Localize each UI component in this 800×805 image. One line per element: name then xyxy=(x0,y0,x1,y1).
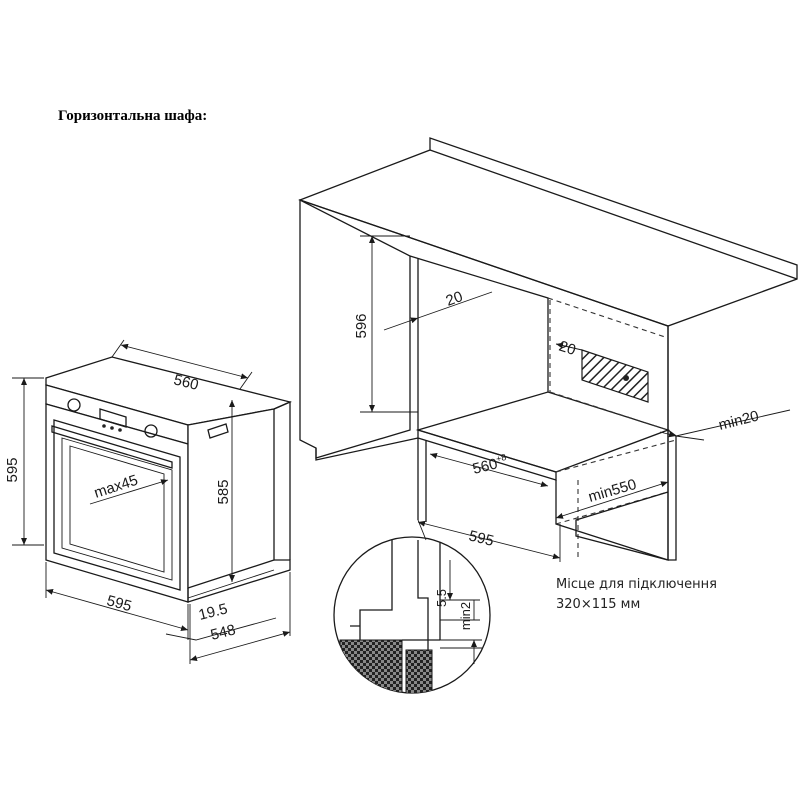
page-heading: Горизонтальна шафа: xyxy=(58,108,208,124)
cabinet-plinth xyxy=(315,437,419,461)
detail-dimension-labels: 5.5 min2 xyxy=(434,589,473,630)
cabinet-drawing xyxy=(298,137,798,561)
niche-floor xyxy=(415,391,670,473)
oven-dimension-lines xyxy=(12,339,291,664)
label-min-rear-gap: min20 xyxy=(717,408,761,434)
oven-knob-right xyxy=(144,424,158,438)
connection-note-line1: Місце для підключення xyxy=(556,577,717,592)
label-niche-width-value: 560 xyxy=(471,455,499,478)
label-top-gap: 20 xyxy=(444,288,465,310)
label-oven-total-depth: 548 xyxy=(209,621,237,644)
cabinet-right-panel xyxy=(575,326,669,561)
label-detail-offset: 5.5 xyxy=(434,589,449,607)
label-detail-min-gap: min2 xyxy=(458,602,473,630)
oven-display xyxy=(99,408,127,428)
label-oven-height: 595 xyxy=(4,457,21,482)
oven-side-vent xyxy=(207,423,229,439)
label-min-depth: min550 xyxy=(586,476,638,506)
label-niche-width-tolerance: +8 xyxy=(495,452,507,464)
label-cabinet-width: 595 xyxy=(467,527,495,550)
oven-handle xyxy=(51,425,173,469)
oven-drawing xyxy=(45,356,292,603)
label-vent-gap: 20 xyxy=(557,338,578,359)
label-oven-top-depth: 560 xyxy=(172,371,200,394)
connection-note-line2: 320×115 мм xyxy=(556,597,641,612)
cabinet-dimension-lines xyxy=(360,235,791,562)
oven-knob-left xyxy=(67,398,81,412)
label-oven-width: 595 xyxy=(105,592,134,615)
label-niche-height: 596 xyxy=(353,313,370,338)
label-oven-body-height: 585 xyxy=(215,479,232,504)
connection-zone xyxy=(581,349,649,403)
label-panel-thickness: 19.5 xyxy=(197,600,229,624)
label-niche-width: 560+8 xyxy=(471,452,510,478)
